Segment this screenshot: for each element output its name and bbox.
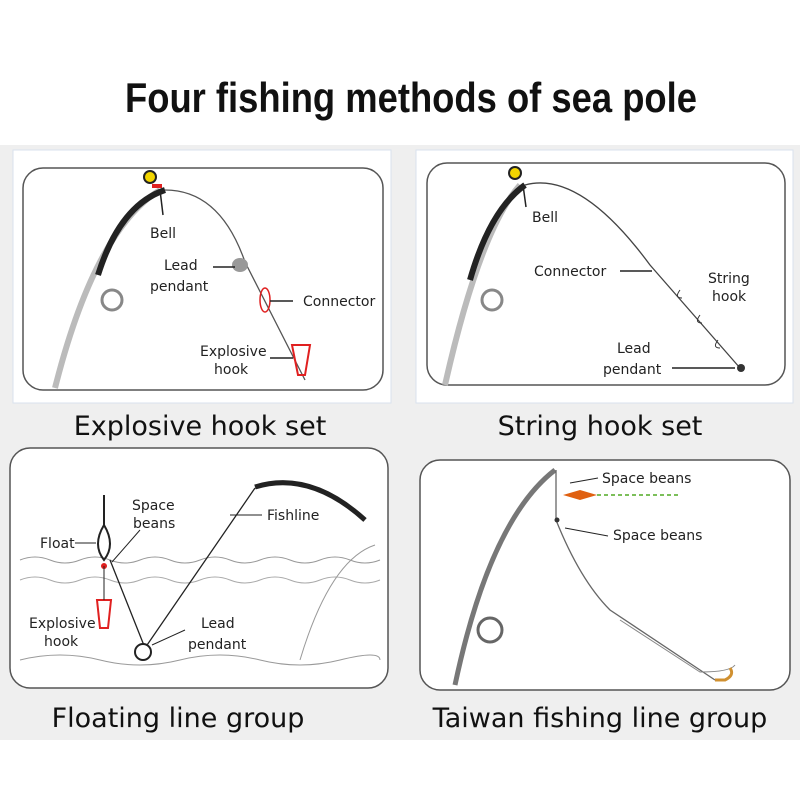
label-hook: hook — [44, 634, 79, 650]
panel-explosive-hook-set: Bell Lead pendant Connector Explosive ho… — [12, 149, 392, 442]
space-bean-icon — [554, 517, 560, 523]
label-pendant: pendant — [188, 637, 247, 653]
label-fishline: Fishline — [267, 508, 319, 524]
bell-icon — [508, 166, 522, 180]
fishing-line — [164, 189, 306, 381]
lead-pendant-icon — [737, 364, 745, 372]
reel-icon — [100, 288, 124, 312]
label-connector: Connector — [534, 264, 606, 280]
label-connector: Connector — [303, 294, 375, 310]
connector-icon — [259, 287, 271, 313]
rod — [452, 468, 557, 686]
label-lead: Lead — [617, 341, 651, 357]
float-icon — [97, 495, 111, 562]
page-title: Four fishing methods of sea pole — [125, 74, 697, 121]
panel-string-hook-set: Bell Connector String hook Lead pendant … — [415, 149, 794, 442]
label-pendant: pendant — [150, 279, 209, 295]
water-surface — [19, 556, 381, 564]
hook-icon — [715, 667, 734, 682]
label-bell: Bell — [532, 210, 558, 226]
bell-icon — [143, 170, 157, 184]
label-space-beans-bottom: Space beans — [613, 528, 702, 544]
lead-pendant-icon — [134, 643, 152, 661]
label-hook: hook — [712, 289, 747, 305]
label-pendant: pendant — [603, 362, 662, 378]
fishing-line — [524, 182, 741, 369]
string-hook-icon — [676, 289, 721, 349]
sea-bed — [19, 654, 381, 666]
explosive-hook-icon — [95, 599, 113, 629]
label-string: String — [708, 271, 750, 287]
rod — [254, 480, 367, 522]
float-icon — [563, 490, 597, 500]
caption-taiwan-fishing-line-group: Taiwan fishing line group — [432, 703, 768, 734]
label-explosive: Explosive — [200, 344, 267, 360]
lead-pendant-icon — [232, 258, 248, 272]
label-lead: Lead — [201, 616, 235, 632]
caption-floating-line-group: Floating line group — [52, 703, 305, 734]
label-float: Float — [40, 536, 75, 552]
label-bell: Bell — [150, 226, 176, 242]
caption-string-hook-set: String hook set — [498, 411, 703, 442]
label-space: Space — [132, 498, 175, 514]
panel-taiwan-fishing-line-group: Space beans Space beans Taiwan fishing l… — [419, 459, 791, 734]
reel-icon — [476, 616, 504, 644]
label-beans: beans — [133, 516, 175, 532]
fishing-line — [555, 470, 716, 681]
panel-floating-line-group: Space beans Float Fishline Explosive hoo… — [9, 447, 389, 734]
reel-icon — [480, 288, 504, 312]
caption-explosive-hook-set: Explosive hook set — [74, 411, 327, 442]
label-hook: hook — [214, 362, 249, 378]
label-space-beans-top: Space beans — [602, 471, 691, 487]
label-explosive: Explosive — [29, 616, 96, 632]
label-lead: Lead — [164, 258, 198, 274]
explosive-hook-icon — [290, 344, 312, 376]
